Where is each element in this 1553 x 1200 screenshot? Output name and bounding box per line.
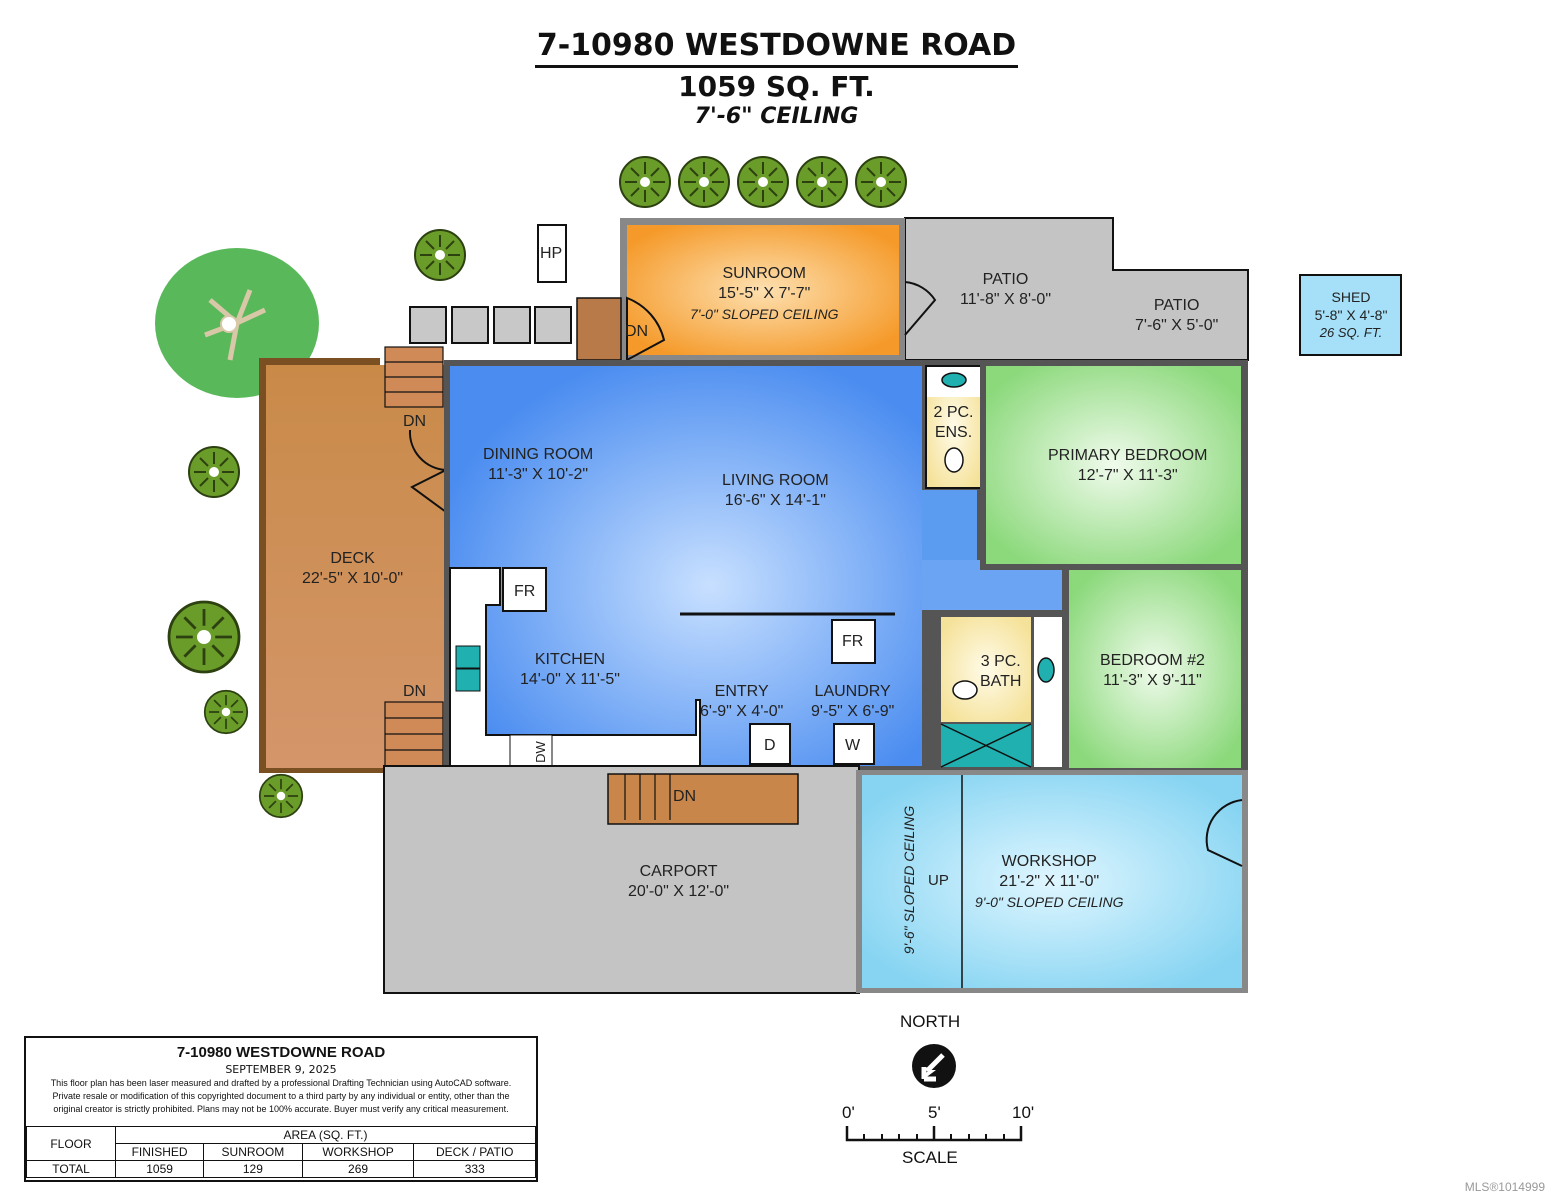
stairs-dn-label: DN [625,323,649,340]
title-block-date: SEPTEMBER 9, 2025 [225,1063,337,1076]
title-block: 7-10980 WESTDOWNE ROAD SEPTEMBER 9, 2025… [24,1036,538,1182]
washer-label: W [845,737,861,754]
fridge-label-2: FR [842,633,864,650]
room-bath: 3 PC.BATH [980,653,1022,690]
plan-ceiling: 7'-6" CEILING [694,104,859,129]
north-arrow-icon [912,1044,956,1088]
area-table: FLOOR AREA (SQ. FT.) FINISHED SUNROOM WO… [26,1126,536,1178]
fridge-label: FR [514,583,536,600]
scale-label: SCALE [902,1148,958,1167]
north-label: NORTH [900,1012,961,1031]
workshop-up-label: UP [928,872,949,889]
plan-title: 7-10980 WESTDOWNE ROAD [0,28,1553,68]
stairs-dn-label: DN [673,788,697,805]
plan-area: 1059 SQ. FT. [678,70,875,103]
stairs-dn-label: DN [403,683,427,700]
stairs-dn-label: DN [403,413,427,430]
scale-tick-10: 10' [1012,1103,1035,1122]
table-row: TOTAL 1059 129 269 333 [26,1160,536,1178]
dishwasher-label: DW [532,741,548,763]
heat-pump-label: HP [540,245,563,262]
title-block-title: 7-10980 WESTDOWNE ROAD [176,1044,386,1061]
scale-tick-5: 5' [928,1103,941,1122]
room-ensuite: 2 PC.ENS. [933,404,974,441]
scale-tick-0: 0' [842,1103,855,1122]
dryer-label: D [764,737,776,754]
workshop-side-note: 9'-6" SLOPED CEILING [901,805,918,955]
mls-watermark: MLS®1014999 [1464,1180,1545,1194]
title-block-disclaimer: This floor plan has been laser measured … [50,1078,512,1114]
scale-bar [845,1126,1023,1142]
